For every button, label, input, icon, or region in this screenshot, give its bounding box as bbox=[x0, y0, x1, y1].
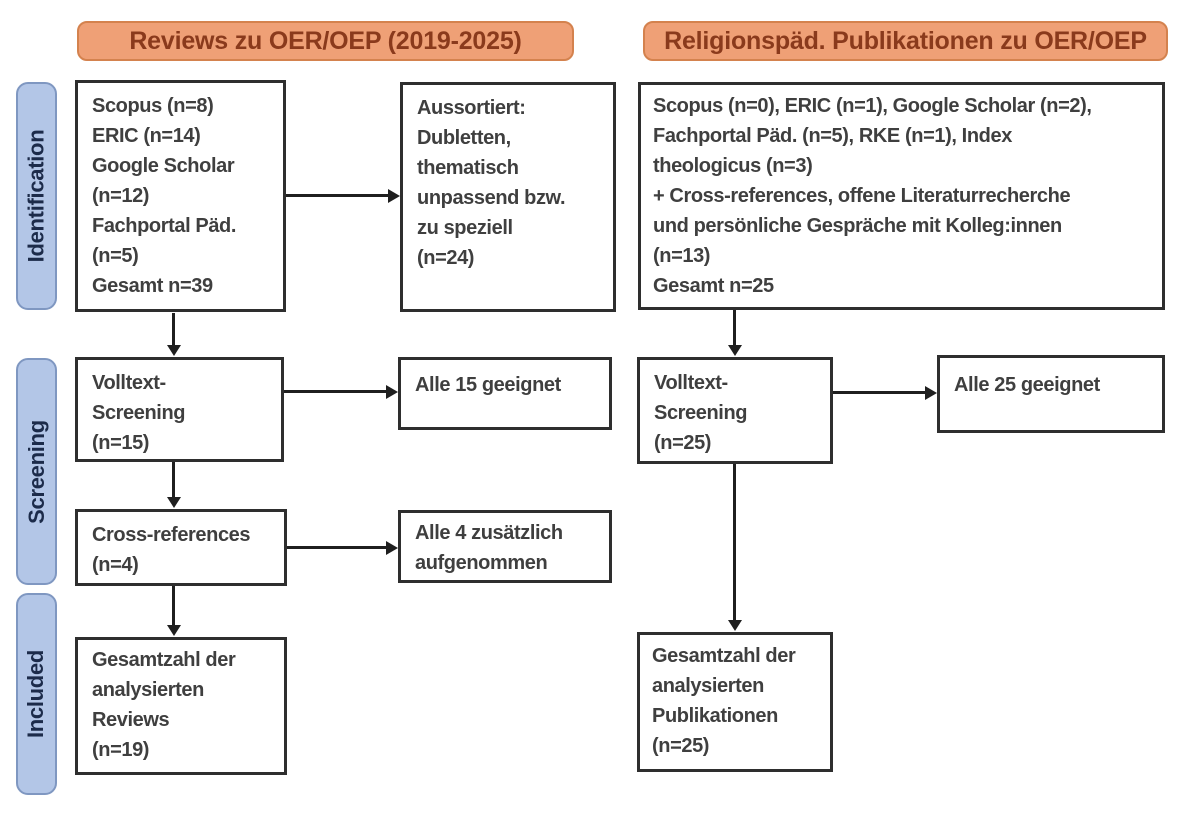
box-right-fulltext-result: Alle 25 geeignet bbox=[937, 355, 1165, 433]
stage-pill-included: Included bbox=[16, 593, 57, 795]
box-left-excluded: Aussortiert: Dubletten, thematisch unpas… bbox=[400, 82, 616, 312]
column-header-right: Religionspäd. Publikationen zu OER/OEP bbox=[643, 21, 1168, 61]
arrow-left-fulltext-to-crossref bbox=[166, 462, 181, 508]
box-left-fulltext-result: Alle 15 geeignet bbox=[398, 357, 612, 430]
stage-label-screening: Screening bbox=[23, 419, 49, 524]
stage-pill-identification: Identification bbox=[16, 82, 57, 310]
box-right-included-total: Gesamtzahl der analysierten Publikatione… bbox=[637, 632, 833, 772]
arrow-left-fulltext-to-result bbox=[284, 384, 398, 399]
box-left-crossref: Cross-references (n=4) bbox=[75, 509, 287, 586]
box-left-sources: Scopus (n=8) ERIC (n=14) Google Scholar … bbox=[75, 80, 286, 312]
arrow-right-fulltext-to-result bbox=[833, 385, 937, 400]
arrow-right-fulltext-to-included bbox=[727, 464, 742, 631]
box-left-fulltext-screening: Volltext- Screening (n=15) bbox=[75, 357, 284, 462]
box-right-fulltext-screening: Volltext- Screening (n=25) bbox=[637, 357, 833, 464]
box-left-crossref-result: Alle 4 zusätzlich aufgenommen bbox=[398, 510, 612, 583]
stage-label-identification: Identification bbox=[23, 129, 49, 263]
arrow-left-sources-to-excluded bbox=[286, 188, 400, 203]
box-right-sources: Scopus (n=0), ERIC (n=1), Google Scholar… bbox=[638, 82, 1165, 310]
stage-pill-screening: Screening bbox=[16, 358, 57, 585]
column-header-left: Reviews zu OER/OEP (2019-2025) bbox=[77, 21, 574, 61]
arrow-left-crossref-to-result bbox=[287, 540, 398, 555]
arrow-left-sources-to-fulltext bbox=[166, 313, 181, 356]
box-left-included-total: Gesamtzahl der analysierten Reviews (n=1… bbox=[75, 637, 287, 775]
arrow-right-sources-to-fulltext bbox=[727, 310, 742, 356]
arrow-left-crossref-to-included bbox=[166, 586, 181, 636]
stage-label-included: Included bbox=[23, 649, 49, 739]
